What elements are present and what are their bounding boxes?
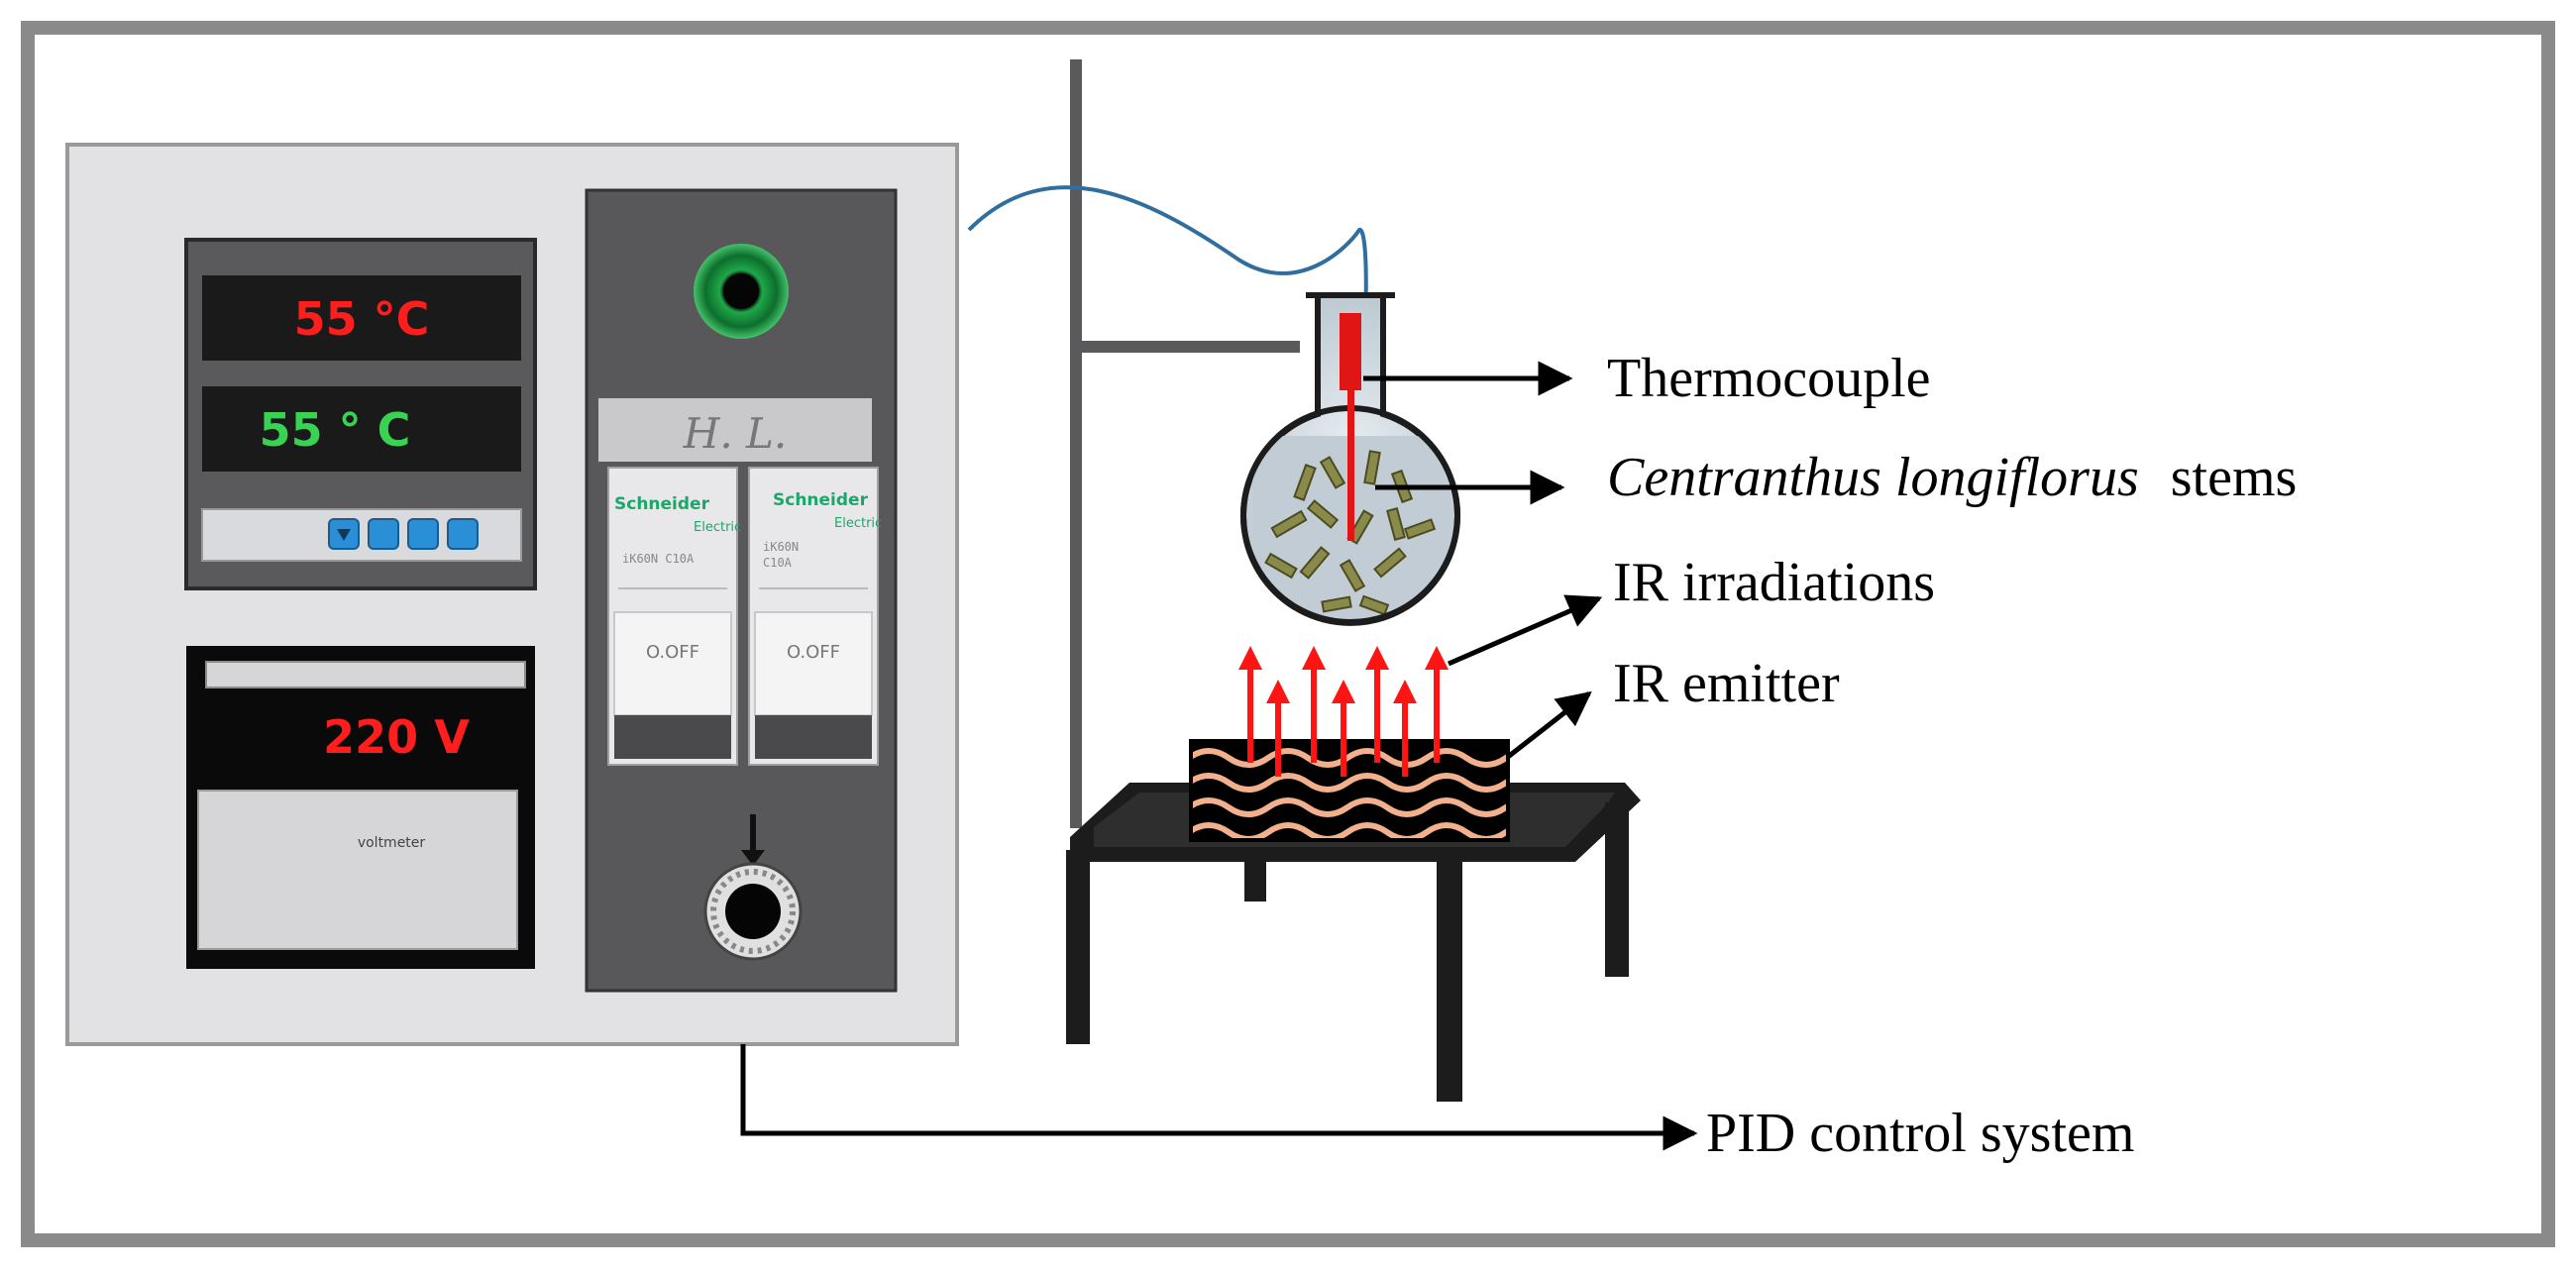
breaker-header: H. L.	[683, 409, 788, 458]
breaker-2: Schneider Electric iK60N C10A O.OFF	[748, 467, 882, 766]
rotary-knob[interactable]	[703, 814, 803, 961]
breaker-column: H. L. Schneider Electric iK60N C10A O.OF…	[585, 188, 898, 993]
ir-irradiations-arrow	[1448, 594, 1603, 667]
display-top	[202, 275, 521, 361]
label-ir-emitter: IR emitter	[1613, 653, 1840, 714]
breaker-2-brand: Schneider	[773, 490, 869, 510]
retort-stand	[1070, 59, 1300, 828]
breaker-1-rating: iK60N C10A	[622, 552, 695, 566]
voltmeter-label: voltmeter	[358, 835, 426, 851]
breaker-2-switch-label: O.OFF	[787, 642, 840, 663]
temperature-controller: 55 °C 55 ° C	[184, 238, 537, 590]
thermocouple-probe	[1340, 313, 1361, 390]
label-pid: PID control system	[1706, 1103, 2134, 1164]
controller-button-2[interactable]	[368, 518, 399, 550]
voltmeter-reading: 220 V	[323, 710, 470, 764]
control-panel: 55 °C 55 ° C 220 V voltmeter H. L.	[65, 143, 959, 1046]
display-bottom	[202, 386, 521, 472]
display-top-value: 55 °C	[294, 292, 430, 346]
pid-arrow	[740, 1044, 1698, 1151]
display-bottom-value: 55 ° C	[260, 403, 411, 457]
emitter-waves	[1193, 748, 1506, 838]
thermocouple-cable	[967, 185, 1368, 320]
voltmeter: 220 V voltmeter	[186, 646, 535, 969]
controller-button-3[interactable]	[407, 518, 439, 550]
ir-arrows	[1238, 646, 1449, 777]
callout-arrows	[740, 361, 1698, 1151]
breaker-1-switch-label: O.OFF	[646, 642, 699, 663]
breaker-1-brand-sub: Electric	[694, 520, 741, 535]
breaker-1-switch[interactable]	[613, 611, 732, 716]
down-icon	[337, 529, 351, 541]
label-stems-italic: Centranthus longiflorus	[1607, 447, 2139, 508]
label-stems-plain: stems	[2171, 447, 2298, 508]
stand-clamp-arm	[1082, 341, 1300, 353]
ir-emitter	[1189, 739, 1510, 842]
breaker-2-brand-sub: Electric	[834, 516, 882, 531]
breaker-2-switch[interactable]	[754, 611, 873, 716]
breaker-2-rating-1: iK60N	[763, 540, 799, 554]
breaker-1: Schneider Electric iK60N C10A O.OFF	[607, 467, 741, 766]
label-thermocouple: Thermocouple	[1607, 348, 1931, 409]
breaker-2-rating-2: C10A	[763, 556, 793, 570]
controller-button-4[interactable]	[447, 518, 479, 550]
breaker-1-brand: Schneider	[614, 494, 710, 514]
label-stems: Centranthus longiflorus stems	[1607, 447, 2297, 508]
ir-emitter-arrow	[1506, 690, 1592, 759]
label-ir-irradiations: IR irradiations	[1613, 552, 1935, 613]
